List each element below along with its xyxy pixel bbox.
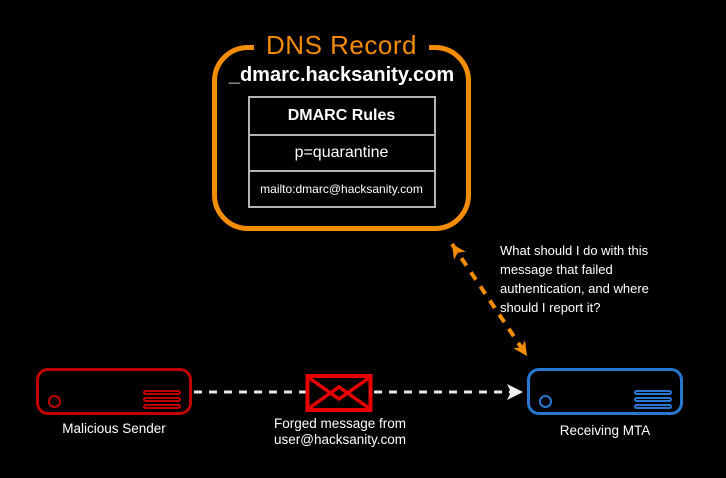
- dmarc-rules-table: DMARC Rules p=quarantine mailto:dmarc@ha…: [247, 96, 436, 208]
- dns-record-title-text: DNS Record: [254, 29, 429, 61]
- receiving-mta-server-icon: [527, 368, 683, 415]
- envelope-icon: [305, 373, 373, 420]
- forged-message-caption: Forged message from user@hacksanity.com: [273, 416, 407, 447]
- malicious-sender-label: Malicious Sender: [62, 421, 166, 436]
- dns-record-box: DNS Record _dmarc.hacksanity.com DMARC R…: [212, 29, 471, 231]
- dns-record-title: DNS Record: [217, 29, 466, 61]
- server-vents-icon: [143, 390, 181, 411]
- dmarc-mailto-row: mailto:dmarc@hacksanity.com: [249, 170, 434, 206]
- receiving-mta-label: Receiving MTA: [559, 423, 651, 438]
- server-vents-icon: [634, 390, 672, 411]
- server-led-icon: [539, 395, 552, 408]
- failed-auth-question-text: What should I do with this message that …: [500, 243, 649, 315]
- dmarc-rules-header: DMARC Rules: [287, 107, 396, 124]
- dmarc-domain-text: _dmarc.hacksanity.com: [228, 64, 455, 86]
- server-led-icon: [48, 395, 61, 408]
- dmarc-policy-row: p=quarantine: [249, 134, 434, 170]
- malicious-sender-server-icon: [36, 368, 192, 415]
